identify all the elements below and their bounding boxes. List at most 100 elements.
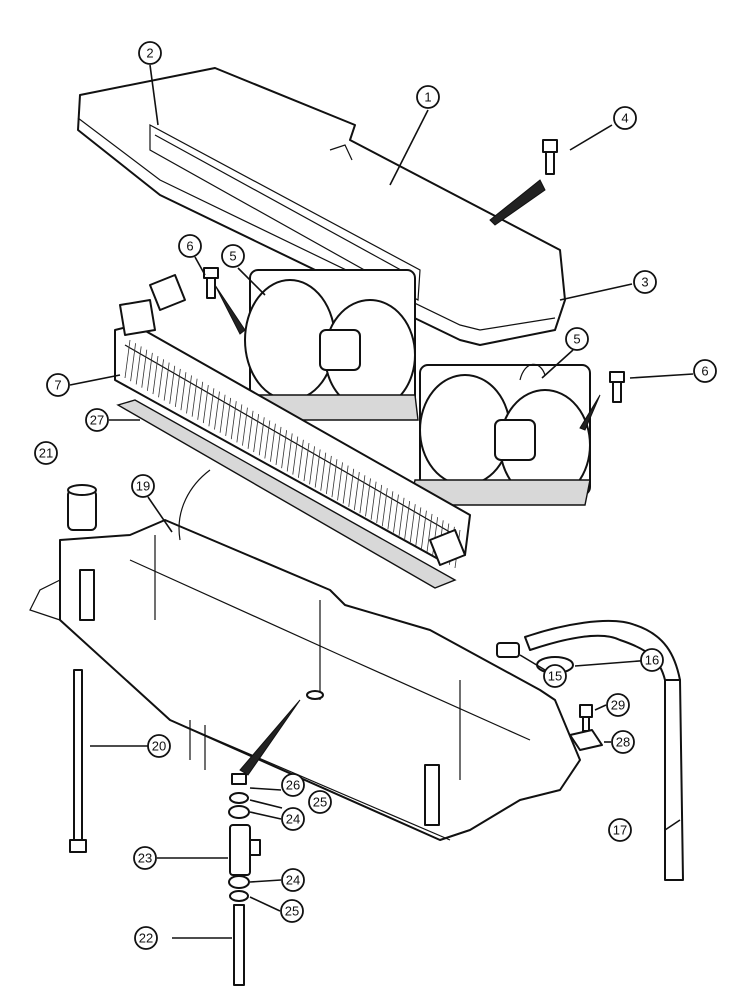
cooling-fin: [309, 446, 315, 485]
cooling-fin: [191, 378, 198, 417]
callout-27-label: 27: [90, 413, 104, 428]
callout-23-label: 23: [138, 851, 152, 866]
cooling-fin: [314, 449, 321, 488]
cooling-fin: [409, 504, 416, 543]
callout-2: 2: [138, 41, 162, 65]
cooling-fin: [158, 359, 164, 398]
callout-1-label: 1: [424, 90, 431, 105]
cooling-fin: [219, 394, 226, 433]
callout-6-right: 6: [693, 359, 717, 383]
callout-24-lower-label: 24: [286, 873, 300, 888]
callout-2-label: 2: [146, 46, 153, 61]
callout-15: 15: [543, 664, 567, 688]
callout-6-left: 6: [178, 234, 202, 258]
cooling-fin: [370, 481, 377, 520]
callout-29: 29: [606, 693, 630, 717]
callout-5-right-label: 5: [573, 332, 580, 347]
callout-28-label: 28: [616, 735, 630, 750]
hose-fitting: [496, 642, 520, 658]
screw-6-left: [203, 267, 219, 299]
cooling-fin: [387, 491, 394, 530]
drain-rod: [69, 669, 87, 853]
heater-core: [114, 274, 471, 569]
cooling-fin: [186, 375, 192, 414]
cooling-fin: [365, 478, 371, 517]
cooling-fin: [230, 401, 237, 440]
screw-4: [542, 139, 558, 175]
callout-7-label: 7: [54, 378, 61, 393]
callout-3: 3: [633, 270, 657, 294]
cooling-fin: [376, 484, 383, 523]
cooling-fin: [421, 510, 427, 549]
filter-element: [67, 484, 97, 531]
top-cover-panel: [77, 67, 566, 346]
cooling-fin: [297, 439, 304, 478]
bolt-29: [579, 704, 593, 732]
cooling-fin: [163, 362, 170, 401]
callout-24-upper: 24: [281, 807, 305, 831]
cooling-fin: [152, 356, 159, 395]
cooling-fin: [197, 381, 204, 420]
cooling-fin: [258, 417, 265, 456]
callout-16: 16: [640, 648, 664, 672]
drain-valve-stack: [228, 773, 261, 986]
callout-22: 22: [134, 926, 158, 950]
callout-25-lower: 25: [280, 899, 304, 923]
cooling-fin: [141, 349, 148, 388]
cooling-fin: [242, 407, 248, 446]
callout-24-upper-label: 24: [286, 812, 300, 827]
cooling-fin: [281, 430, 288, 469]
blower-motor-left: [244, 269, 419, 421]
callout-1: 1: [416, 85, 440, 109]
callout-5-left-label: 5: [229, 249, 236, 264]
cooling-fin: [393, 494, 399, 533]
blower-motor-right: [409, 363, 591, 506]
cooling-fin: [236, 404, 243, 443]
callout-17-label: 17: [613, 823, 627, 838]
cooling-fin: [124, 339, 131, 379]
callout-5-right: 5: [565, 327, 589, 351]
cooling-fin: [348, 468, 355, 507]
cooling-fin: [247, 410, 254, 449]
cooling-fin: [292, 436, 299, 475]
callout-27: 27: [85, 408, 109, 432]
callout-7: 7: [46, 373, 70, 397]
callout-5-left: 5: [221, 244, 245, 268]
cooling-fin: [353, 471, 360, 511]
cooling-fin: [169, 365, 176, 404]
cooling-fin: [404, 500, 411, 540]
callout-25-upper: 25: [308, 790, 332, 814]
screw-6-right: [609, 371, 625, 403]
cooling-fin: [214, 391, 220, 430]
cooling-fin: [135, 346, 142, 385]
callout-20-label: 20: [152, 739, 166, 754]
cooling-fin: [331, 459, 338, 498]
callout-3-label: 3: [641, 275, 648, 290]
cooling-fin: [130, 343, 136, 382]
cooling-fin: [264, 420, 271, 459]
leader-lines: [69, 64, 694, 939]
cooling-fin: [381, 488, 388, 527]
callout-20: 20: [147, 734, 171, 758]
cooling-fin: [320, 452, 327, 491]
callout-24-lower: 24: [281, 868, 305, 892]
drain-hose: [524, 619, 684, 881]
callout-17: 17: [608, 818, 632, 842]
callout-29-label: 29: [611, 698, 625, 713]
callout-6-left-label: 6: [186, 239, 193, 254]
cooling-fin: [202, 385, 209, 424]
housing-tray: [29, 469, 581, 841]
cooling-fin: [426, 513, 433, 552]
callout-26-label: 26: [286, 778, 300, 793]
cooling-fin: [208, 388, 215, 427]
callout-21: 21: [34, 441, 58, 465]
mounting-bracket: [569, 729, 603, 751]
callout-19: 19: [131, 474, 155, 498]
callout-25-upper-label: 25: [313, 795, 327, 810]
cooling-fin: [253, 414, 260, 453]
seal-strip: [116, 399, 457, 589]
cooling-fin: [398, 497, 405, 536]
cooling-fin: [225, 397, 232, 437]
callout-6-right-label: 6: [701, 364, 708, 379]
